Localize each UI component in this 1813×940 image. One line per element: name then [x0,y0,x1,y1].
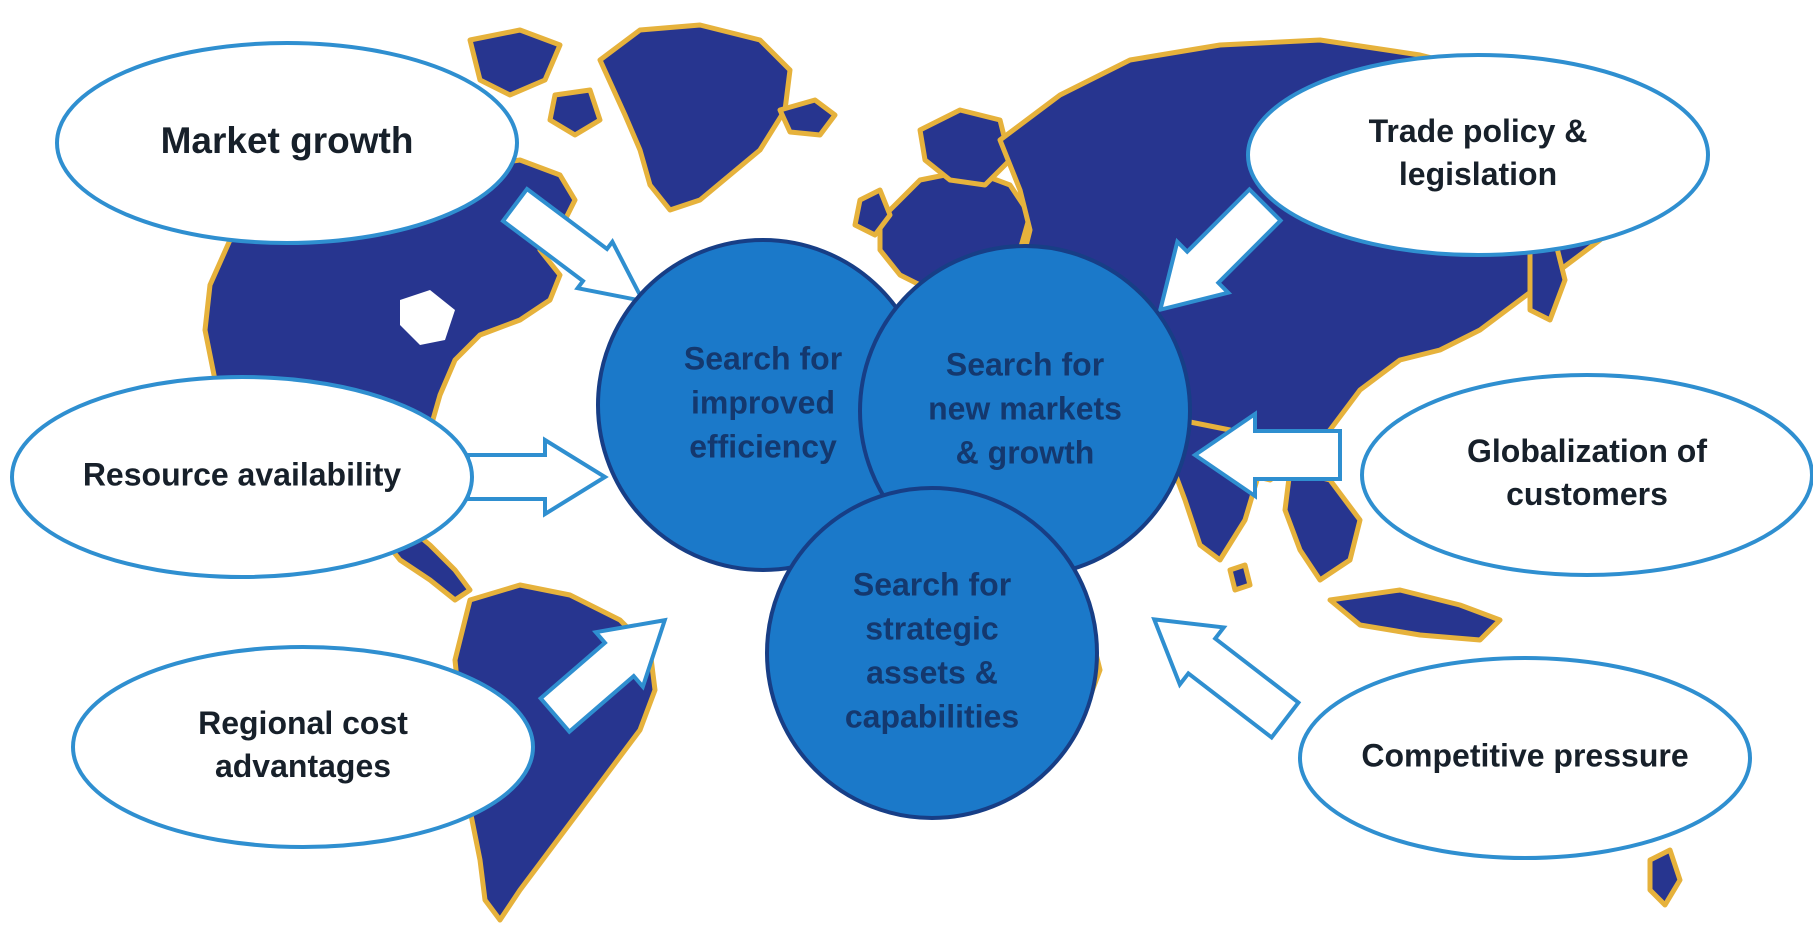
driver-label-line: Market growth [161,120,414,161]
landmass-arctic-island-2 [547,87,603,138]
driver-label-line: Resource availability [83,456,402,492]
hudson-bay [400,290,455,345]
landmass-iceland [777,97,838,138]
driver-label-line: legislation [1399,156,1557,192]
motive-label-line: assets & [866,654,998,690]
driver-label-line: Competitive pressure [1361,737,1688,773]
motive-label-line: Search for [946,346,1104,382]
arrow-competitive-pressure-group [1151,617,1302,741]
motive-label-line: strategic [865,610,998,646]
landmass-greenland [597,22,793,213]
driver-oval-shape [1298,656,1752,860]
motive-label-line: improved [691,384,835,420]
motive-circle-improved-efficiency: Search for improved efficiency [596,238,930,572]
driver-label-line: customers [1506,476,1668,512]
arrow-resource-availability [466,436,609,518]
motive-label-line: capabilities [845,698,1019,734]
motive-label-line: Search for [853,566,1011,602]
landmass-scandinavia [917,107,1013,188]
landmass-southeast-asia [1282,467,1363,583]
driver-oval-shape [10,375,474,579]
motive-label-line: & growth [956,434,1095,470]
motive-label-line: Search for [684,340,842,376]
driver-oval-trade-policy-legislation: Trade policy & legislation [1246,53,1710,257]
motive-circle-shape [765,486,1099,820]
landmass-new-zealand [1647,847,1683,908]
driver-label-line: Globalization of [1467,433,1707,469]
arrow-trade-policy [1157,186,1284,313]
arrows-layer [466,186,1342,741]
motive-label-line: efficiency [689,428,837,464]
landmass-small-island [1227,562,1253,593]
driver-oval-shape [1246,53,1710,257]
driver-oval-globalization-of-customers: Globalization of customers [1360,373,1813,577]
driver-oval-shape [1360,373,1813,577]
arrow-market-growth-group [500,186,647,304]
driver-oval-regional-cost-advantages: Regional cost advantages [71,645,535,849]
driver-label-line: advantages [215,748,391,784]
arrow-regional-cost [537,617,668,735]
motive-circle-strategic-assets: Search for strategic assets & capabilities [765,486,1099,820]
landmass-indonesia [1327,587,1503,643]
arrow-market-growth [500,186,647,304]
landmass-arctic-islands [467,27,563,98]
arrow-regional-cost-group [537,617,668,735]
driver-oval-competitive-pressure: Competitive pressure [1298,656,1752,860]
driver-oval-shape [71,645,535,849]
driver-oval-shape [55,41,519,245]
arrow-resource-availability-group [466,436,609,518]
landmass-uk [852,187,893,238]
arrow-trade-policy-group [1157,186,1284,313]
driver-oval-market-growth: Market growth [55,41,519,245]
arrow-competitive-pressure [1151,617,1302,741]
driver-label-line: Trade policy & [1369,113,1588,149]
driver-label-line: Regional cost [198,705,408,741]
driver-oval-resource-availability: Resource availability [10,375,474,579]
arrow-globalization [1191,410,1342,500]
arrow-globalization-group [1191,410,1342,500]
motive-label-line: new markets [928,390,1122,426]
